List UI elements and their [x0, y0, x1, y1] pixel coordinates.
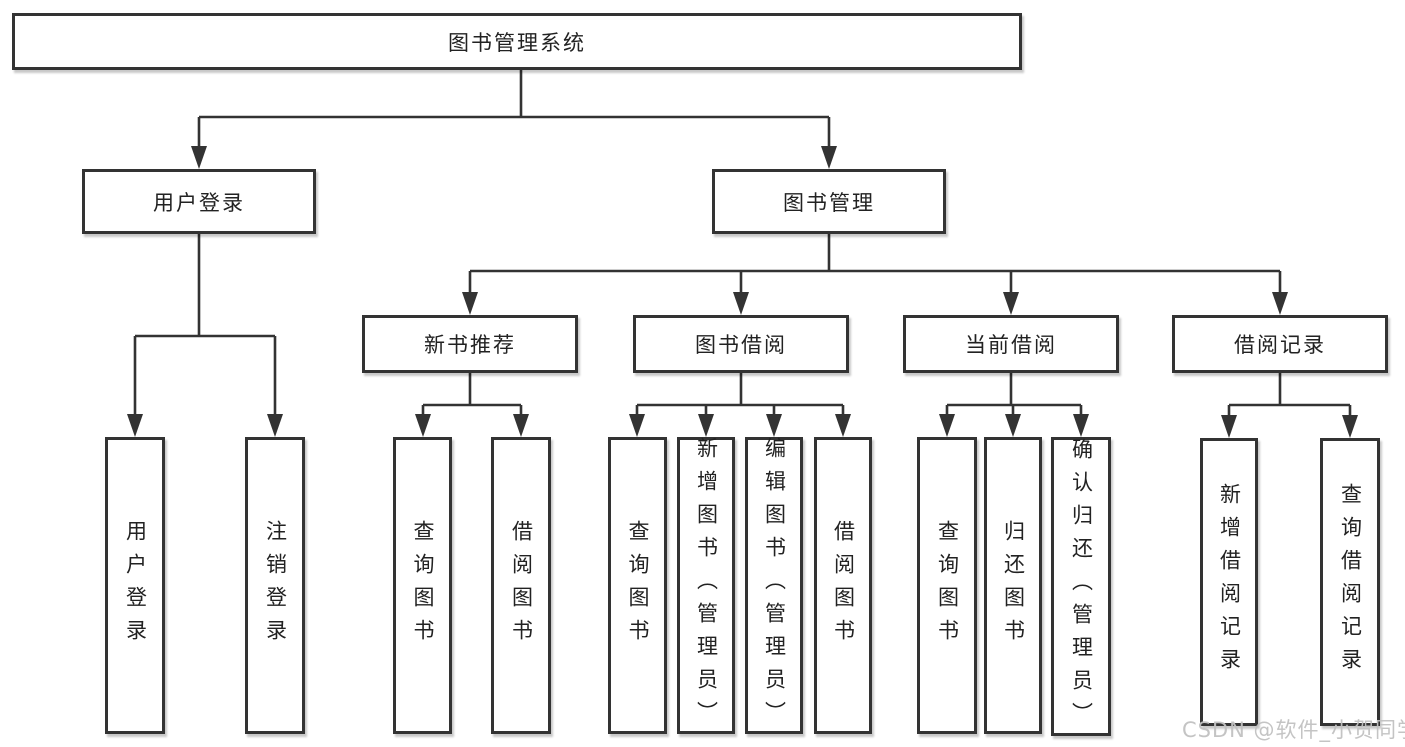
node-book-management-module: 图书管理: [712, 169, 946, 234]
node-leaf-logout: 注销登录: [245, 437, 305, 734]
node-leaf-user-login: 用户登录: [105, 437, 165, 734]
node-leaf-query-books-borrow: 查询图书: [608, 437, 667, 734]
node-leaf-query-books-recommend: 查询图书: [393, 437, 452, 734]
node-leaf-borrow-books: 借阅图书: [814, 437, 872, 734]
node-book-borrow: 图书借阅: [633, 315, 849, 373]
node-leaf-return-books: 归还图书: [984, 437, 1042, 734]
node-leaf-confirm-return-admin: 确认归还（管理员）: [1051, 437, 1111, 736]
node-label: 新增图书（管理员）: [694, 437, 719, 734]
csdn-watermark: CSDN @软件_小贺同学: [1182, 718, 1405, 742]
node-label: 编辑图书（管理员）: [762, 437, 787, 734]
node-label: 用户登录: [153, 190, 245, 215]
node-leaf-add-borrow-record: 新增借阅记录: [1200, 438, 1258, 726]
node-user-login-module: 用户登录: [82, 169, 316, 234]
node-label: 确认归还（管理员）: [1069, 438, 1094, 735]
node-label: 查询图书: [626, 519, 650, 652]
node-leaf-query-borrow-record: 查询借阅记录: [1320, 438, 1380, 726]
node-root-label: 图书管理系统: [448, 30, 586, 55]
node-leaf-edit-books-admin: 编辑图书（管理员）: [745, 437, 803, 734]
node-label: 新增借阅记录: [1217, 483, 1242, 681]
node-root-library-system: 图书管理系统: [12, 13, 1022, 70]
node-label: 图书借阅: [695, 333, 787, 357]
node-label: 查询借阅记录: [1338, 483, 1363, 681]
node-label: 归还图书: [1001, 519, 1026, 652]
node-label: 用户登录: [123, 519, 148, 652]
node-label: 当前借阅: [965, 333, 1057, 357]
node-label: 查询图书: [935, 519, 960, 652]
node-label: 注销登录: [263, 519, 288, 652]
node-label: 借阅图书: [831, 519, 856, 652]
node-label: 查询图书: [411, 519, 435, 652]
node-label: 图书管理: [783, 190, 875, 215]
node-label: 新书推荐: [424, 333, 516, 357]
node-new-book-recommend: 新书推荐: [362, 315, 578, 373]
node-label: 借阅图书: [509, 519, 534, 652]
node-label: 借阅记录: [1234, 333, 1326, 357]
node-current-borrow: 当前借阅: [903, 315, 1119, 373]
node-borrow-record: 借阅记录: [1172, 315, 1388, 373]
node-leaf-query-books-current: 查询图书: [917, 437, 977, 734]
node-leaf-add-books-admin: 新增图书（管理员）: [677, 437, 735, 734]
node-leaf-borrow-books-recommend: 借阅图书: [491, 437, 551, 734]
